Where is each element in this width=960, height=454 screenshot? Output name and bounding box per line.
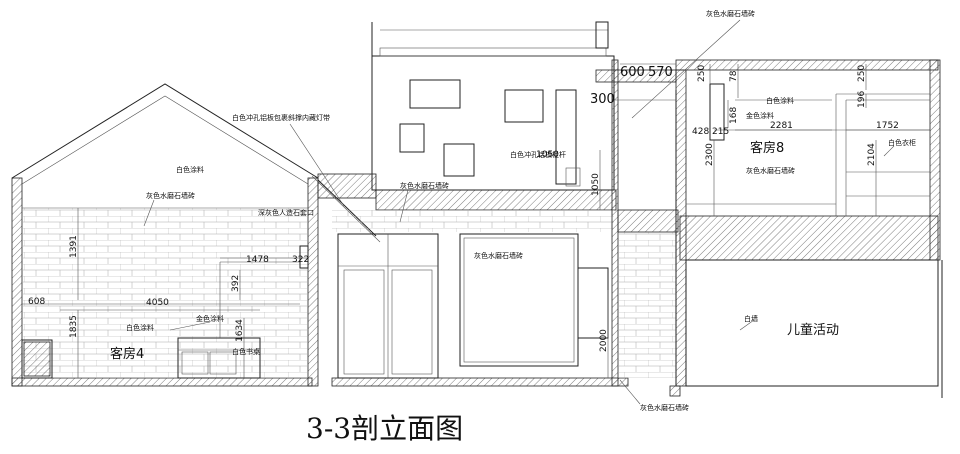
left-cabinet	[21, 339, 53, 379]
dim-1050b: 1050	[591, 173, 601, 196]
dim-392: 392	[231, 275, 241, 292]
dim-1634: 1634	[235, 319, 245, 342]
room-kids: 儿童活动	[787, 322, 839, 338]
right-mid-slab	[679, 215, 939, 261]
left-house	[11, 83, 319, 387]
dim-600: 600	[620, 65, 645, 80]
dim-570: 570	[648, 65, 673, 80]
dim-300: 300	[590, 92, 615, 107]
label-grey-terrazzo-mid: 灰色水磨石墙砖	[400, 181, 449, 190]
label-white-paint-low: 白色涂料	[126, 323, 154, 332]
left-outer-wall	[11, 177, 23, 387]
dim-4050: 4050	[146, 298, 169, 308]
label-punched-alu-rail: 白色冲孔铝板栏杆	[510, 150, 566, 159]
dim-428: 428	[692, 127, 709, 137]
mid-floor-slab	[375, 189, 617, 211]
dim-196: 196	[857, 91, 867, 108]
label-white-wardrobe: 白色衣柜	[888, 138, 916, 147]
dimension-lines	[22, 63, 930, 378]
ground-slab-mid	[331, 377, 629, 387]
middle-section	[311, 21, 679, 387]
label-grey-terrazzo-left: 灰色水磨石墙砖	[146, 191, 195, 200]
dim-1478: 1478	[246, 255, 269, 265]
dim-1391: 1391	[69, 235, 79, 258]
right-roof-slab	[675, 59, 939, 71]
gable-roof-outer	[11, 83, 319, 179]
dim-1050: 1050	[536, 150, 559, 160]
room-guest8: 客房8	[750, 140, 784, 156]
brick-wall-left	[22, 208, 308, 378]
label-grey-terrazzo-center: 灰色水磨石墙砖	[474, 251, 523, 260]
label-grey-terrazzo-r: 灰色水磨石墙砖	[746, 166, 795, 175]
dim-2104: 2104	[867, 143, 877, 166]
dim-1835: 1835	[69, 315, 79, 338]
kids-area	[685, 259, 939, 387]
label-grey-person-passage: 深灰色人造石套口	[258, 208, 314, 217]
room-guest4: 客房4	[110, 346, 144, 362]
dim-78: 78	[729, 70, 739, 82]
right-house	[595, 59, 943, 398]
upper-volume	[371, 55, 615, 191]
dim-2300: 2300	[705, 143, 715, 166]
label-punched-alu: 白色冲孔铝板包裹斜撑内藏灯带	[232, 113, 330, 122]
drawing-title: 3-3剖立面图	[306, 412, 463, 445]
dim-168: 168	[729, 107, 739, 124]
dim-1752: 1752	[876, 121, 899, 131]
leader-lines	[143, 19, 895, 405]
dim-250b: 250	[857, 65, 867, 82]
label-white-paint-roof: 白色涂料	[176, 165, 204, 174]
dim-322: 322	[292, 255, 309, 265]
annotations: 白色涂料 灰色水磨石墙砖 白色冲孔铝板包裹斜撑内藏灯带 深灰色人造石套口 白色涂…	[28, 9, 916, 445]
ground-slab-left	[11, 377, 313, 387]
label-gold-paint: 金色涂料	[196, 314, 224, 323]
gable-roof-inner	[21, 95, 309, 185]
label-white-wall: 白墙	[744, 314, 758, 323]
dim-608: 608	[28, 297, 45, 307]
label-gold-paint-r: 金色涂料	[746, 111, 774, 120]
white-desk-unit	[177, 337, 261, 379]
label-white-paint-r: 白色涂料	[766, 96, 794, 105]
label-grey-terrazzo-bottom: 灰色水磨石墙砖	[640, 403, 689, 412]
dim-2000: 2000	[599, 329, 609, 352]
label-white-desk: 白色书桌	[232, 347, 260, 356]
dim-250a: 250	[697, 65, 707, 82]
dim-215: 215	[712, 127, 729, 137]
dim-2281: 2281	[770, 121, 793, 131]
mid-roof-slab	[317, 173, 377, 199]
label-grey-terrazzo-top: 灰色水磨石墙砖	[706, 9, 755, 18]
